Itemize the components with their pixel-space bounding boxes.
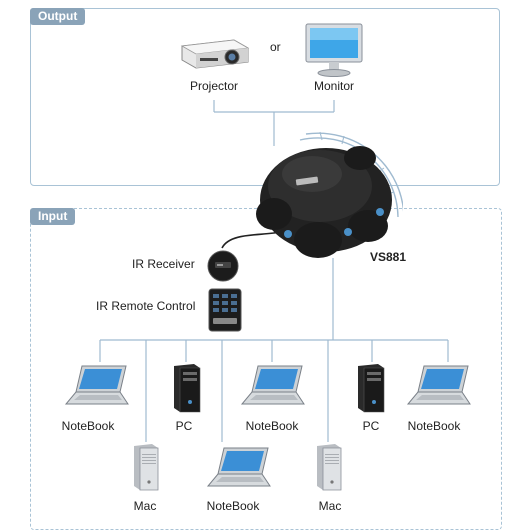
source-label: NoteBook: [245, 419, 299, 433]
projector-icon: [180, 39, 250, 69]
input-tab: Input: [30, 208, 76, 225]
notebook-icon: [240, 365, 305, 405]
source-label: NoteBook: [206, 499, 260, 513]
vs881-device: [256, 131, 403, 258]
output-tab: Output: [30, 8, 86, 25]
notebook-icon: [64, 365, 129, 405]
ir-remote-label: IR Remote Control: [96, 299, 196, 313]
monitor-icon: [305, 23, 363, 77]
ir-receiver-icon: [207, 250, 239, 282]
source-label: PC: [175, 419, 193, 433]
projector-label: Projector: [189, 79, 239, 93]
ir-remote-icon: [208, 288, 242, 332]
mac-icon: [317, 444, 342, 491]
source-label: PC: [362, 419, 380, 433]
ir-receiver-label: IR Receiver: [132, 257, 195, 271]
pc-icon: [174, 364, 201, 413]
notebook-icon: [206, 447, 271, 487]
notebook-icon: [406, 365, 471, 405]
source-label: Mac: [318, 499, 342, 513]
or-text: or: [270, 40, 281, 54]
source-label: Mac: [133, 499, 157, 513]
source-label: NoteBook: [61, 419, 115, 433]
source-label: NoteBook: [407, 419, 461, 433]
pc-icon: [358, 364, 385, 413]
mac-icon: [134, 444, 159, 491]
device-name: VS881: [370, 250, 407, 264]
monitor-label: Monitor: [313, 79, 355, 93]
